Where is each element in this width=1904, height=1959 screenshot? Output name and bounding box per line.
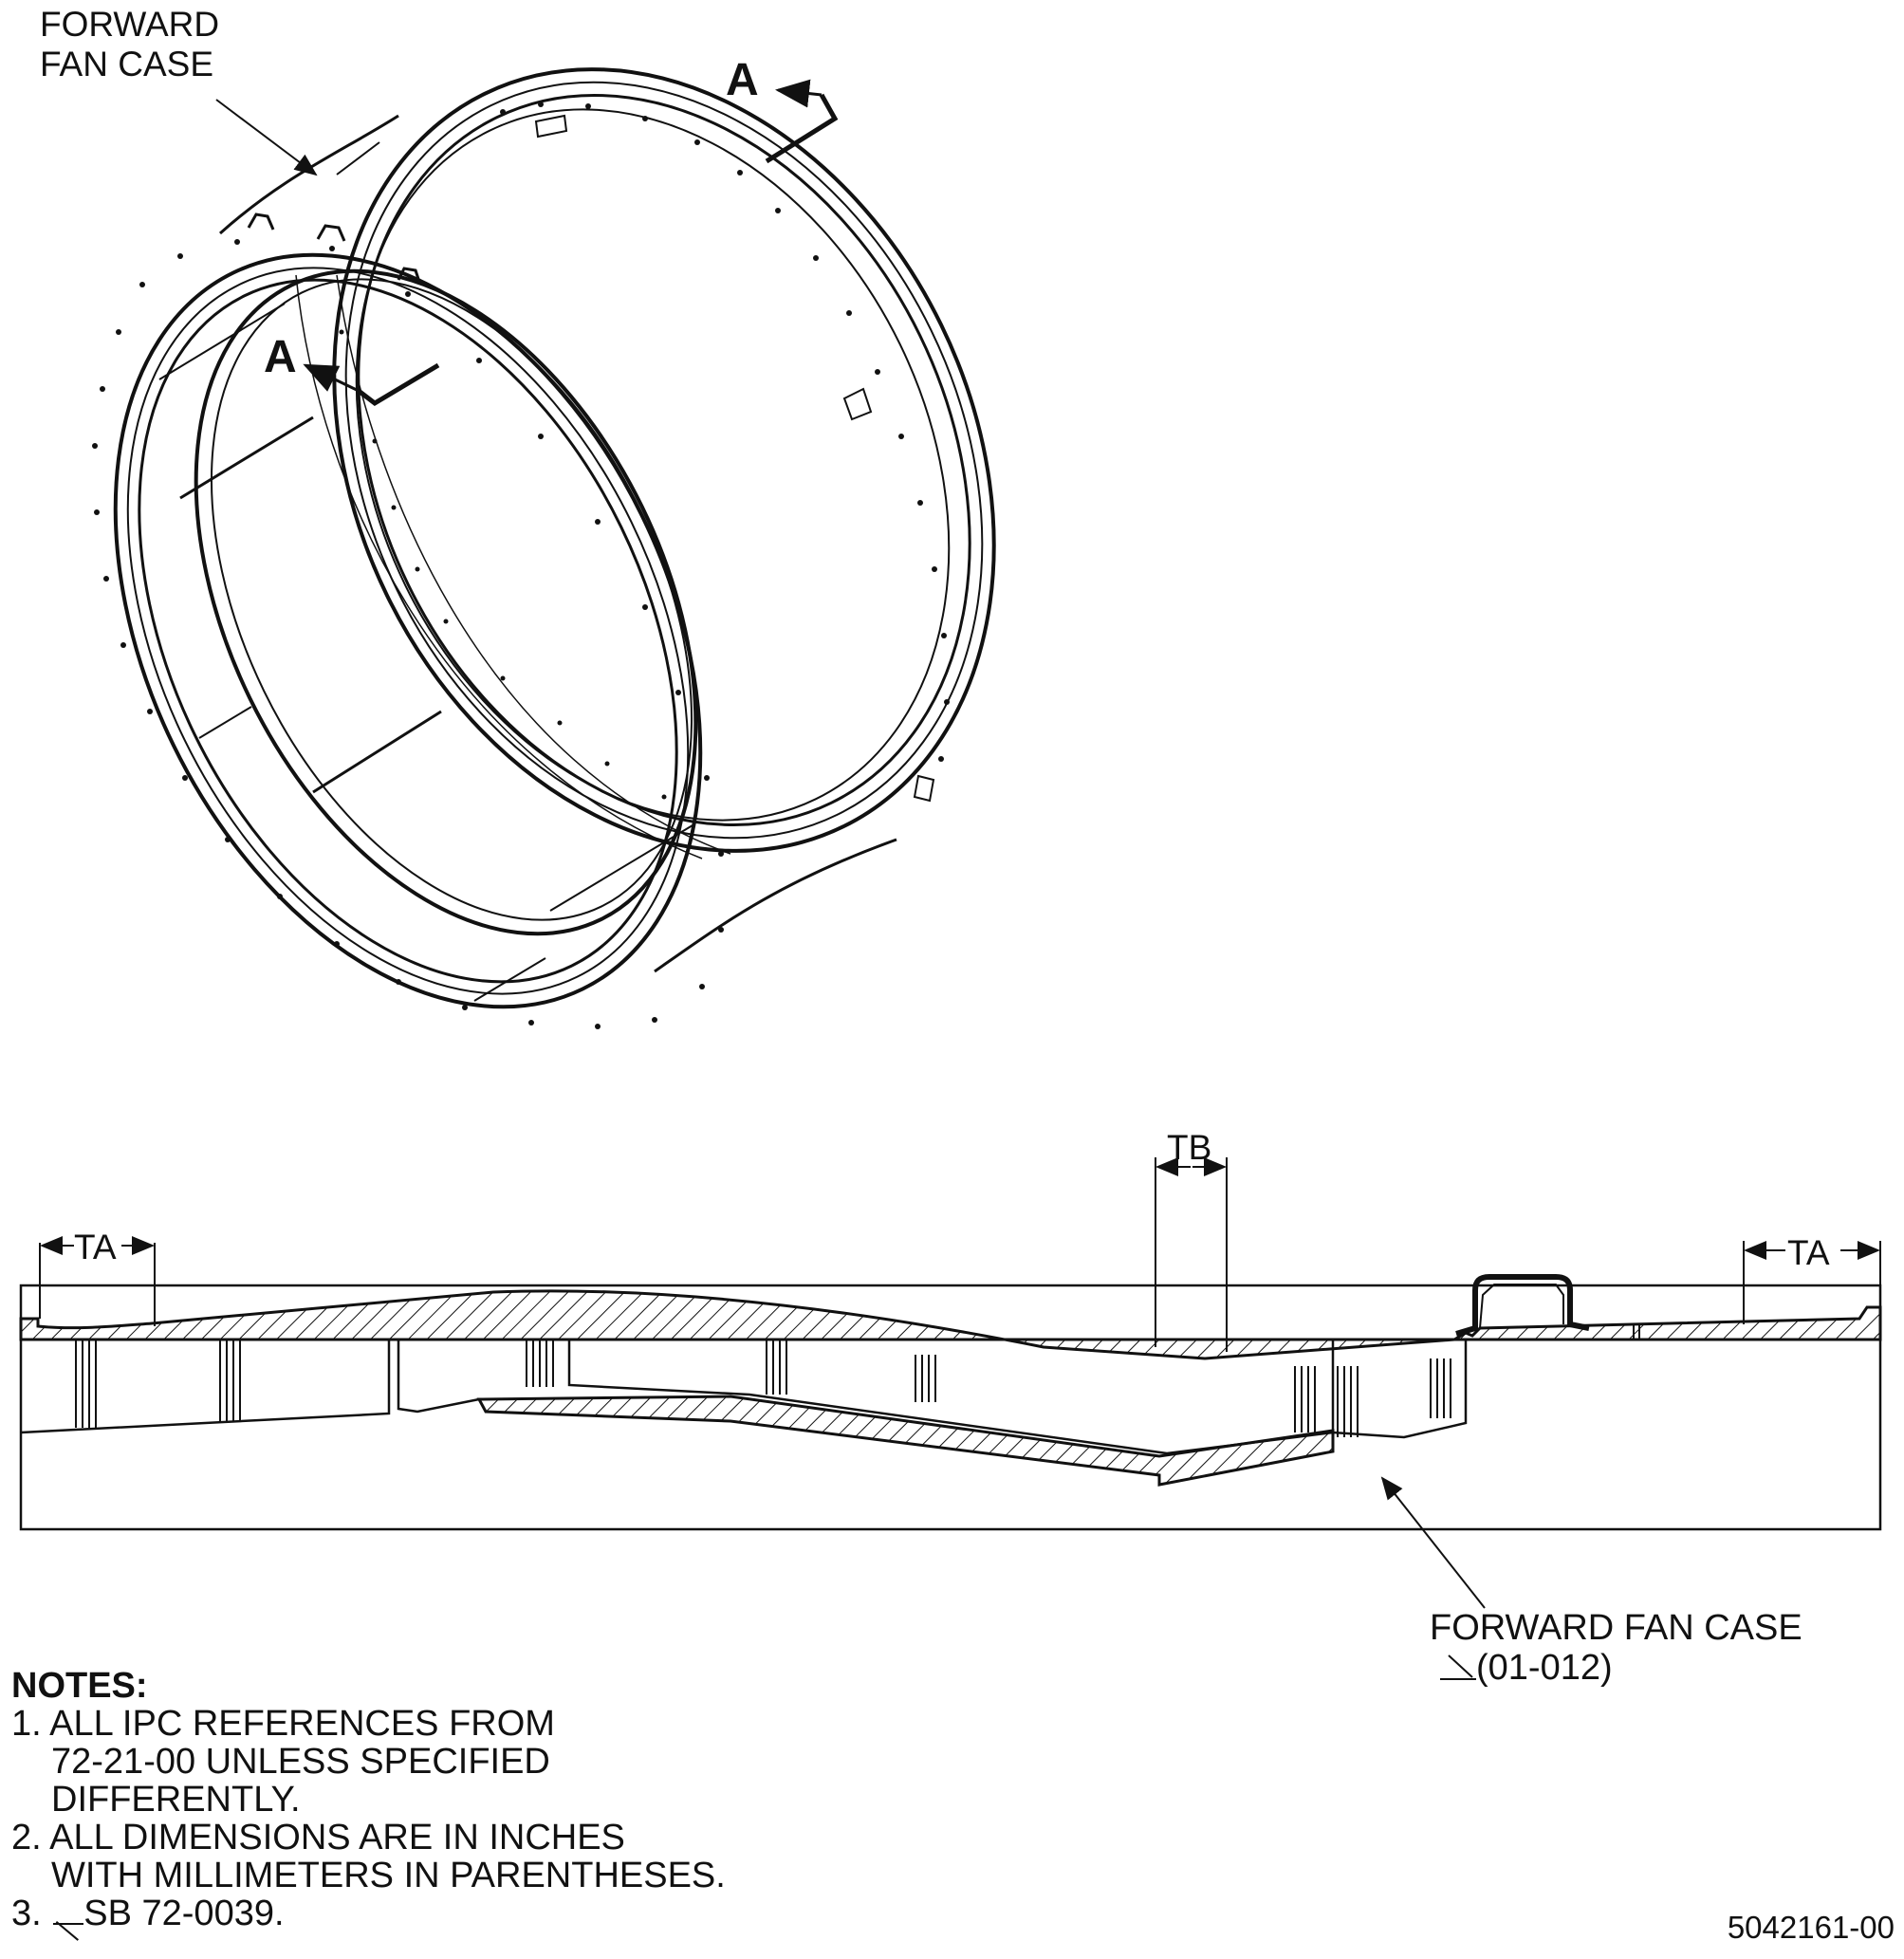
section-callout-ref: (01-012)	[1476, 1648, 1613, 1688]
note-2-line-2: WITH MILLIMETERS IN PARENTHESES.	[51, 1856, 726, 1895]
section-callout: FORWARD FAN CASE (01-012)	[1380, 1476, 1802, 1688]
note-2-line-1: 2. ALL DIMENSIONS ARE IN INCHES	[11, 1818, 625, 1857]
iso-callout: FORWARD FAN CASE	[40, 5, 318, 176]
note-3: 3. SB 72-0039.	[11, 1894, 726, 1932]
iso-callout-line2: FAN CASE	[40, 45, 213, 83]
figure-id: 5042161-00	[1727, 1910, 1895, 1945]
iso-callout-line1: FORWARD	[40, 5, 219, 44]
dim-ta-left: TA	[39, 1228, 156, 1326]
section-arrow-top	[765, 93, 839, 164]
section-leader-line	[1380, 1476, 1486, 1609]
notes-heading: NOTES:	[11, 1666, 148, 1706]
section-marker-bottom-label: A	[264, 332, 297, 382]
iso-leader-line	[215, 99, 318, 176]
section-frame	[19, 1284, 1882, 1531]
sb-triangle-icon	[51, 1900, 84, 1927]
notes-block: NOTES: 1. ALL IPC REFERENCES FROM 72-21-…	[11, 1667, 726, 1932]
note-3-number: 3.	[11, 1894, 42, 1933]
dim-ta-right-label: TA	[1787, 1233, 1830, 1272]
bracket-section	[1455, 1274, 1590, 1337]
section-marker-top-label: A	[726, 55, 759, 105]
section-marker-bottom: A	[264, 332, 440, 407]
section-arrow-bottom	[357, 362, 440, 407]
dim-ta-left-label: TA	[74, 1228, 117, 1266]
section-marker-top: A	[726, 55, 839, 164]
section-callout-line1: FORWARD FAN CASE	[1430, 1608, 1802, 1648]
inner-liner-section	[476, 1395, 1335, 1487]
stiffener-ribs	[75, 1340, 1451, 1437]
note-1-line-2: 72-21-00 UNLESS SPECIFIED	[51, 1742, 550, 1782]
dim-tb: TB	[1155, 1128, 1228, 1352]
note-1-line-3: DIFFERENTLY.	[51, 1780, 301, 1820]
dim-tb-label: TB	[1167, 1128, 1211, 1167]
section-view	[19, 1274, 1882, 1531]
outer-shell-section	[19, 1289, 1882, 1360]
note-1-line-1: 1. ALL IPC REFERENCES FROM	[11, 1704, 555, 1744]
note-3-text: SB 72-0039.	[83, 1894, 285, 1933]
isometric-fan-case	[92, 67, 996, 1029]
dim-ta-right: TA	[1743, 1233, 1881, 1324]
